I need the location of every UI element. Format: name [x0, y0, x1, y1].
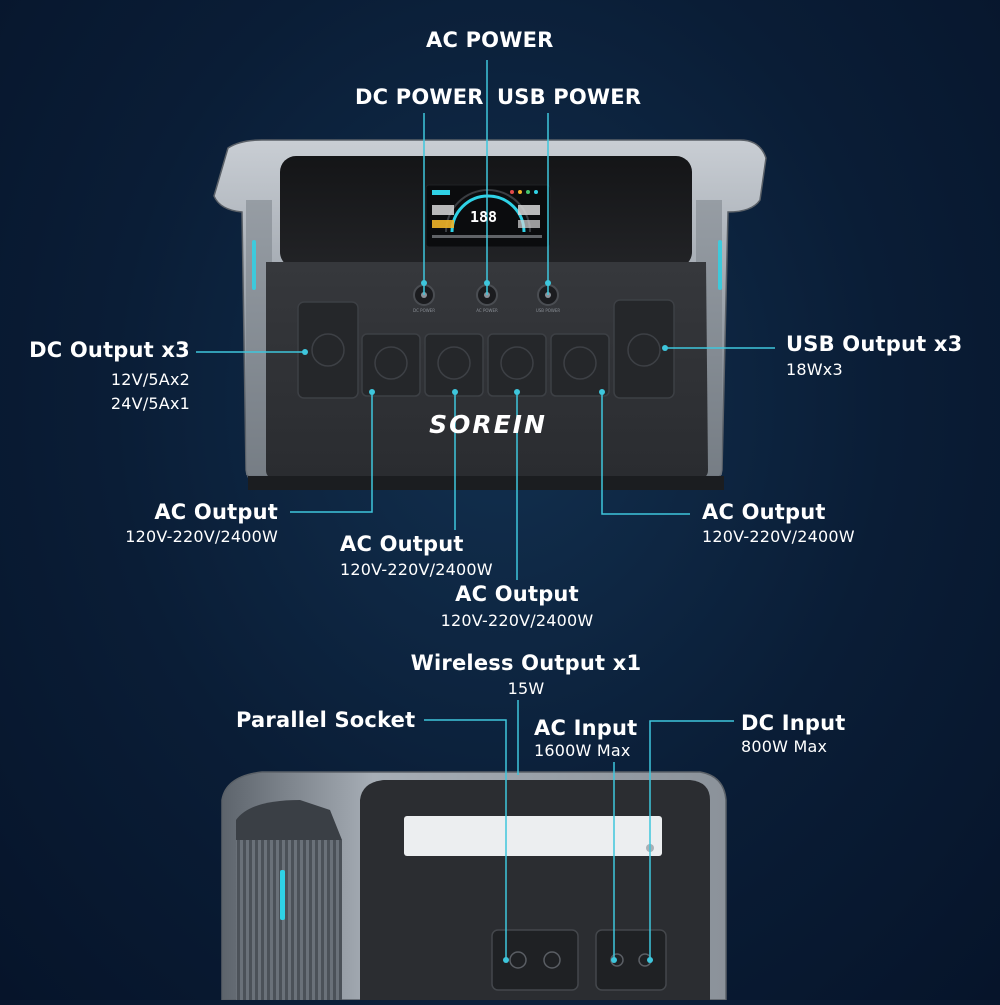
brand-logo: SOREIN [429, 410, 547, 439]
ac-input-title: AC Input [534, 716, 638, 740]
ac-power-label: AC POWER [426, 28, 554, 52]
ac-output-2-title: AC Output [340, 532, 464, 556]
usb-output-cover[interactable] [613, 299, 675, 399]
leader-dc-input [649, 720, 734, 960]
ac-output-cover-3[interactable] [487, 333, 547, 397]
dc-input-title: DC Input [741, 711, 846, 735]
ac-output-cover-2[interactable] [424, 333, 484, 397]
leader-dots [302, 280, 668, 963]
dc-output-spec-2: 24V/5Ax1 [110, 394, 190, 413]
lcd-display [425, 184, 551, 248]
usb-output-title: USB Output x3 [786, 332, 963, 356]
left-light-strip [252, 240, 256, 290]
ac-output-3-spec: 120V-220V/2400W [440, 611, 594, 630]
dc-input-port-cover[interactable] [595, 929, 667, 991]
usb-output-spec: 18Wx3 [786, 360, 843, 379]
dc-output-spec-1: 12V/5Ax2 [110, 370, 190, 389]
wireless-output-spec: 15W [507, 679, 545, 698]
leader-ac-output-4 [601, 392, 690, 515]
dc-output-title: DC Output x3 [29, 338, 190, 362]
rear-unit [221, 771, 727, 1001]
dc-output-cover[interactable] [297, 301, 359, 399]
ac-output-1-spec: 120V-220V/2400W [125, 527, 278, 546]
wireless-output-title: Wireless Output x1 [410, 651, 642, 675]
dc-input-spec: 800W Max [741, 737, 828, 756]
leader-ac-output-1 [290, 392, 373, 513]
display-reading: 188 [470, 208, 498, 226]
ac-output-4-title: AC Output [702, 500, 826, 524]
ac-power-button-caption: AC POWER [476, 308, 498, 313]
ac-output-4-spec: 120V-220V/2400W [702, 527, 855, 546]
ac-output-cover-4[interactable] [550, 333, 610, 397]
right-light-strip [718, 240, 722, 290]
ac-output-2-spec: 120V-220V/2400W [340, 560, 493, 579]
ac-output-3-title: AC Output [455, 582, 579, 606]
leader-lines [196, 60, 775, 960]
rear-label-plate [404, 816, 662, 856]
rear-light-strip [280, 870, 285, 920]
leader-parallel [424, 719, 507, 960]
usb-power-button-caption: USB POWER [535, 308, 561, 313]
parallel-socket-title: Parallel Socket [236, 708, 416, 732]
ac-output-cover-1[interactable] [361, 333, 421, 397]
dc-power-label: DC POWER [355, 85, 484, 109]
usb-power-label: USB POWER [497, 85, 642, 109]
front-unit [213, 139, 767, 490]
ac-input-spec: 1600W Max [534, 741, 631, 760]
ac-input-port-cover[interactable] [491, 929, 579, 991]
dc-power-button-caption: DC POWER [413, 308, 435, 313]
ac-output-1-title: AC Output [154, 500, 278, 524]
